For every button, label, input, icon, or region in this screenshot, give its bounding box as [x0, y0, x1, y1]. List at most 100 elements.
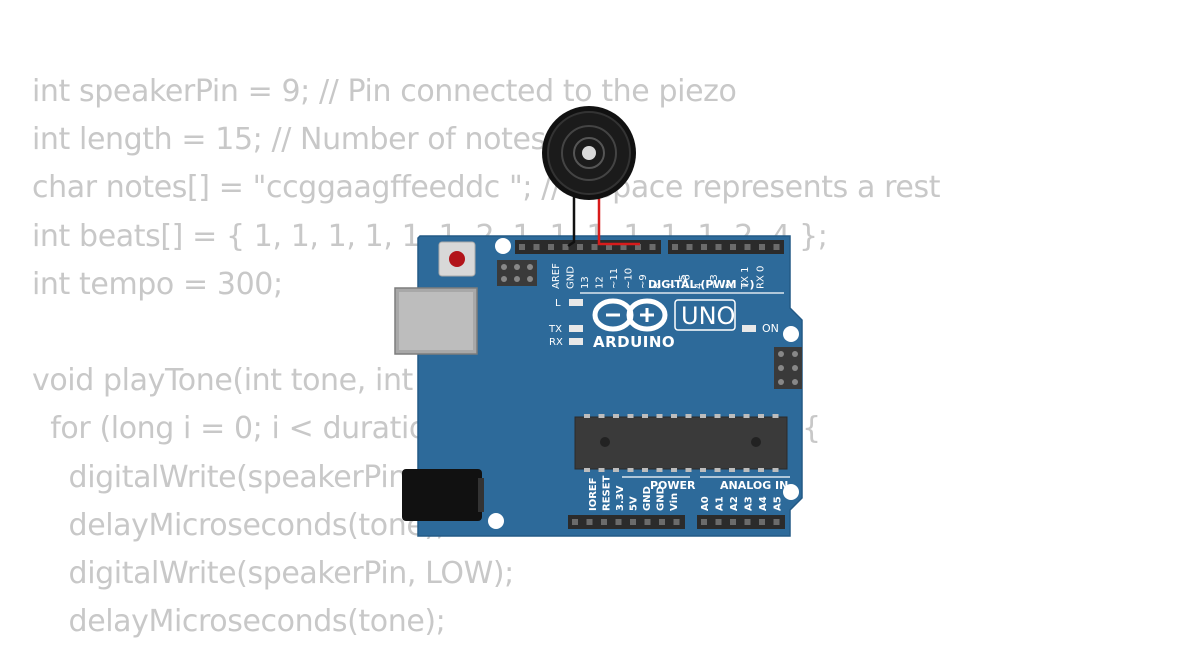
pin-hole — [586, 519, 593, 525]
power-pin-label: RESET — [602, 475, 613, 511]
digital-pin-label: 2 — [725, 283, 736, 289]
digital-pin-label: 8 — [653, 283, 664, 289]
digital-header-label: DIGITAL (PWM ~) — [648, 278, 755, 291]
analog-header-label: ANALOG IN — [720, 479, 788, 492]
buzzer-wire-black[interactable] — [567, 185, 576, 248]
digital-pin-label: AREF — [551, 263, 562, 289]
analog-pin-label: A5 — [773, 496, 784, 511]
digital-pin-label: 13 — [580, 276, 591, 289]
digital-pin-holes — [519, 244, 780, 250]
mounting-hole — [783, 326, 799, 342]
pin-hole — [759, 519, 765, 525]
on-led-label: ON — [762, 322, 779, 335]
digital-header-right[interactable] — [668, 240, 784, 254]
rx-led — [569, 338, 583, 345]
pin-hole — [649, 244, 656, 250]
reset-button-cap[interactable] — [449, 251, 465, 267]
analog-pin-label: A2 — [729, 496, 740, 511]
analog-pin-label: A1 — [715, 496, 726, 511]
digital-pin-label: ~11 — [609, 268, 620, 289]
analog-pin-label: A0 — [700, 496, 711, 511]
power-pin-label: 5V — [629, 496, 640, 511]
pin-hole — [673, 519, 680, 525]
model-label: UNO — [681, 302, 735, 330]
code-line[interactable]: int speakerPin = 9; // Pin connected to … — [32, 74, 737, 109]
digital-pin-label: ~5 — [678, 274, 689, 289]
tx-led-label: TX — [548, 324, 562, 335]
analog-pin-label: A4 — [758, 496, 769, 511]
pin-hole — [686, 244, 693, 250]
power-header-label: POWER — [650, 479, 696, 492]
chip-dot — [600, 437, 610, 447]
brand-label: ARDUINO — [593, 333, 675, 351]
digital-pin-label: ~6 — [682, 274, 693, 289]
pin-hole — [744, 519, 751, 525]
power-jack-edge — [478, 478, 484, 512]
digital-pin-label: 12 — [595, 276, 606, 289]
pin-hole — [519, 244, 525, 250]
pin-hole — [630, 519, 636, 525]
digital-pin-label: TX 1 — [740, 267, 751, 291]
pin-hole — [591, 244, 598, 250]
pin-hole — [759, 244, 765, 250]
power-pin-label: GND — [656, 486, 667, 511]
icsp-header-right — [774, 347, 802, 389]
digital-pin-label: ~10 — [624, 268, 635, 289]
pin-hole — [730, 519, 736, 525]
pin-hole — [533, 244, 540, 250]
pin-hole — [744, 244, 751, 250]
code-line[interactable]: int tempo = 300; — [32, 266, 283, 302]
power-pin-label: IOREF — [588, 477, 599, 511]
digital-pin-label: 4 — [694, 283, 705, 289]
power-jack[interactable] — [402, 469, 482, 521]
pin-hole — [715, 244, 722, 250]
rx-led-label: RX — [549, 337, 563, 348]
code-line[interactable]: digitalWrite(speakerPin, LOW); — [32, 555, 515, 591]
icsp-header-top — [497, 260, 537, 286]
code-line[interactable]: int length = 15; // Number of notes — [32, 122, 546, 158]
pin-hole — [577, 244, 583, 250]
code-line[interactable]: char notes[] = "ccggaagffeeddc "; // a s… — [32, 170, 941, 206]
code-line[interactable]: delayMicroseconds(tone); — [32, 507, 446, 543]
pin-hole — [615, 519, 622, 525]
l-led — [569, 299, 583, 306]
pin-hole — [659, 519, 665, 525]
power-header[interactable] — [568, 515, 685, 529]
pin-hole — [773, 519, 780, 525]
digital-pin-label: 7 — [667, 283, 678, 289]
pin-hole — [606, 244, 612, 250]
pin-hole — [601, 519, 607, 525]
usb-port-face — [399, 292, 473, 350]
pin-hole — [548, 244, 554, 250]
pin-hole — [672, 244, 678, 250]
mounting-hole — [495, 238, 511, 254]
tx-led — [569, 325, 583, 332]
digital-pin-label: GND — [566, 266, 577, 289]
piezo-buzzer-icon[interactable] — [542, 106, 636, 200]
analog-header[interactable] — [697, 515, 785, 529]
l-led-label: L — [555, 298, 561, 309]
model-badge — [674, 299, 736, 331]
mounting-hole — [783, 484, 799, 500]
pin-hole — [715, 519, 722, 525]
digital-pin-label: ~9 — [638, 274, 649, 289]
pin-hole — [773, 244, 780, 250]
chip-pins — [584, 414, 779, 472]
on-led — [742, 325, 756, 332]
digital-pin-label: RX 0 — [756, 266, 767, 289]
power-pin-label: GND — [642, 486, 653, 511]
pin-hole — [572, 519, 578, 525]
digital-pin-label: ~3 — [709, 274, 720, 289]
pin-hole — [620, 244, 627, 250]
chip-dot — [751, 437, 761, 447]
pin-hole — [562, 244, 569, 250]
power-pin-label: 3.3V — [615, 485, 626, 511]
buzzer-wire-red[interactable] — [597, 185, 640, 246]
bottom-pin-holes — [572, 519, 780, 525]
arduino-infinity-logo-icon — [592, 298, 668, 332]
